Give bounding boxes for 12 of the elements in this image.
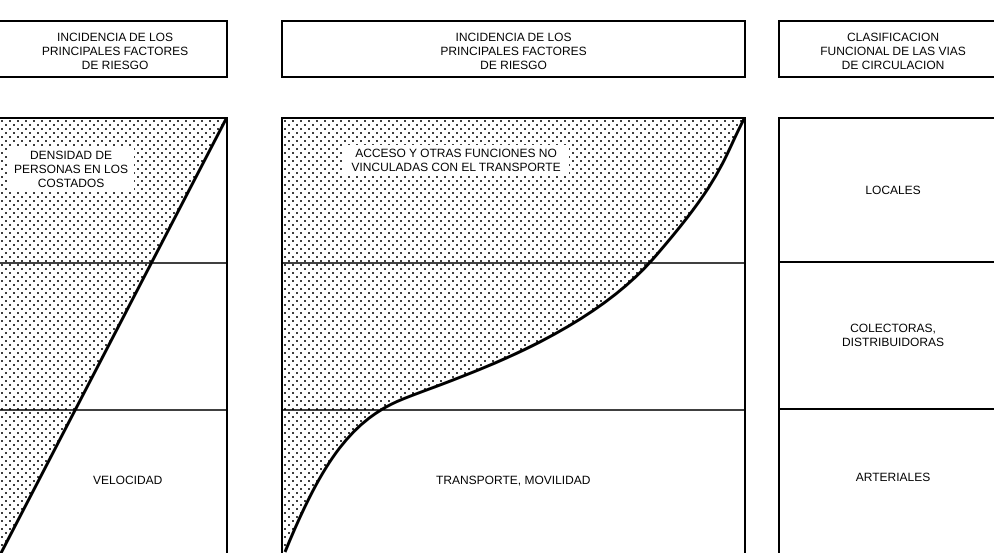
header-box xyxy=(281,20,746,78)
header-box xyxy=(778,20,994,78)
header-box xyxy=(0,20,228,78)
header-text: CLASIFICACION FUNCIONAL DE LAS VIAS DE CIRCULACION xyxy=(819,30,967,72)
region-label: DENSIDAD DE PERSONAS EN LOS COSTADOS xyxy=(8,147,134,191)
category-label: COLECTORAS, DISTRIBUIDORAS xyxy=(840,321,945,349)
region-label: ACCESO Y OTRAS FUNCIONES NO VINCULADAS CON EL TRANSPORTE xyxy=(343,145,569,175)
header-text: INCIDENCIA DE LOS PRINCIPALES FACTORES DE RIESGO xyxy=(40,30,190,72)
category-label: ARTERIALES xyxy=(854,470,932,484)
category-box xyxy=(778,117,994,263)
category-label: LOCALES xyxy=(864,183,922,197)
header-text: INCIDENCIA DE LOS PRINCIPALES FACTORES DE RIESGO xyxy=(439,30,588,72)
